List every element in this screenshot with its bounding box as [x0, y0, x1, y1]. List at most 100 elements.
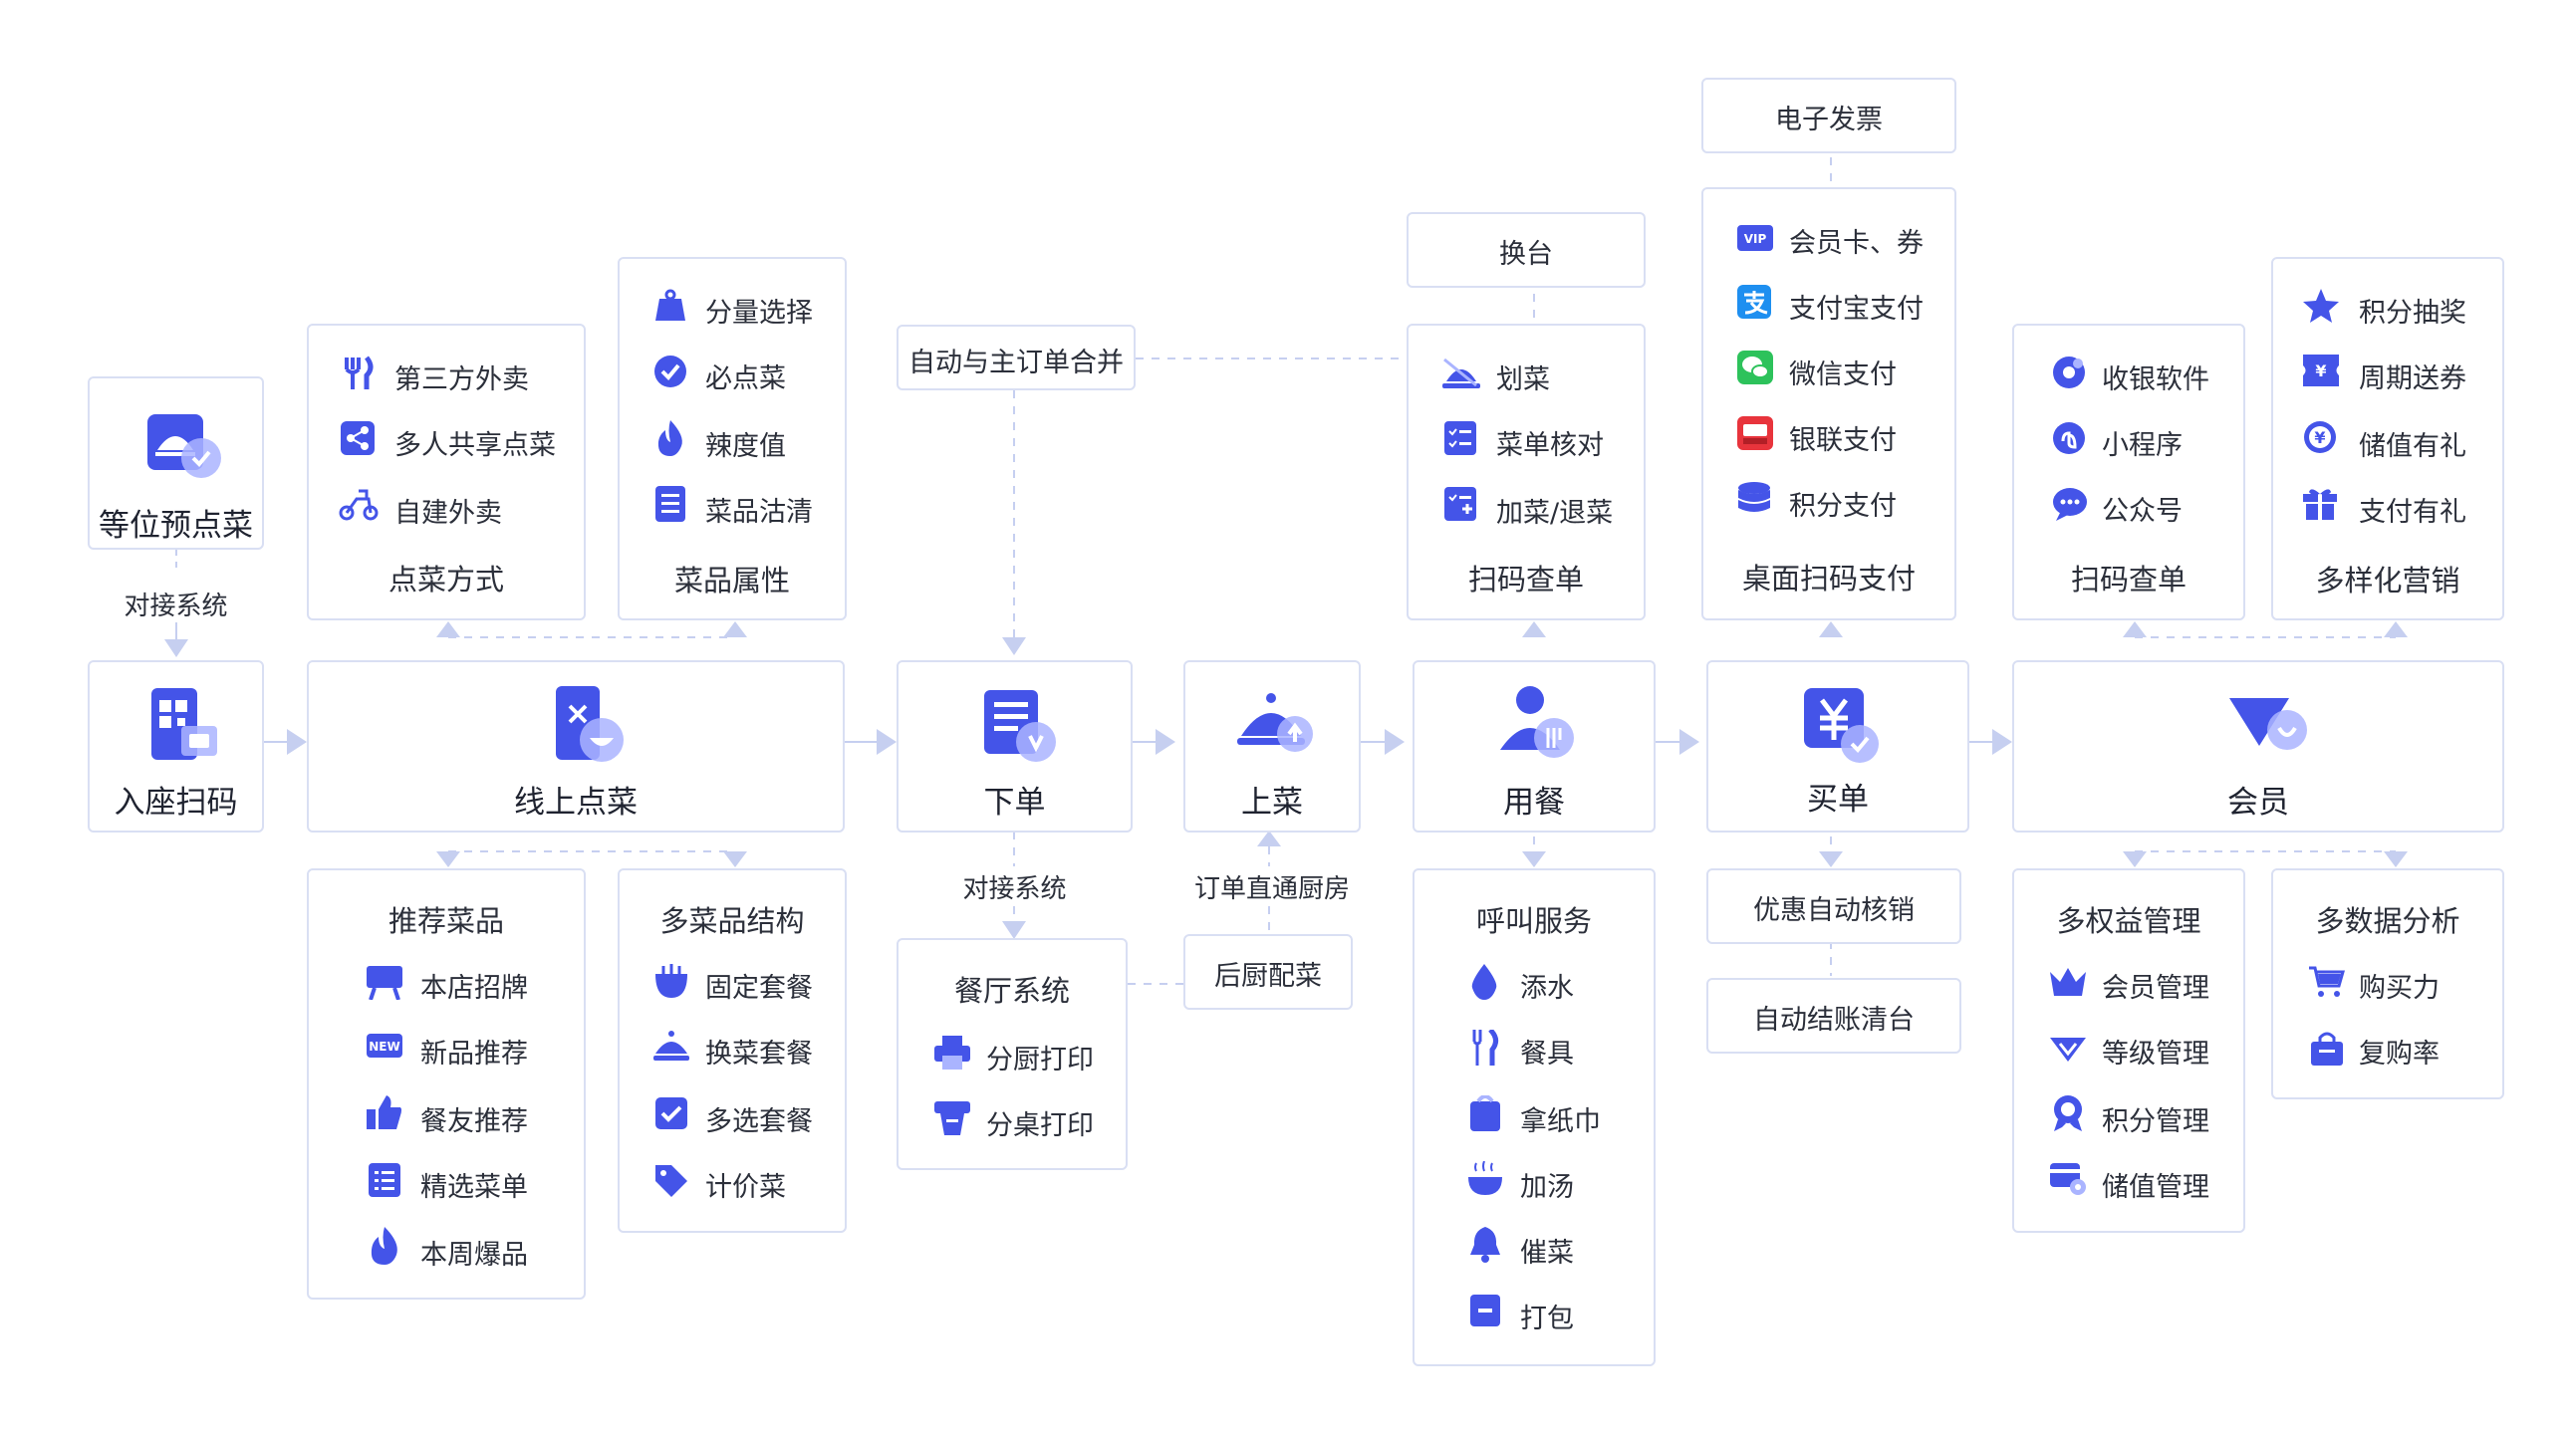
discount-auto-label: 优惠自动核销 [1753, 895, 1915, 926]
diner-icon [1496, 684, 1580, 770]
add-remove-icon [1444, 487, 1476, 525]
list-item: 固定套餐 [705, 973, 813, 1004]
unionpay-icon [1737, 416, 1773, 454]
change-table-label: 换台 [1499, 239, 1553, 270]
checkbox-icon [655, 1097, 687, 1133]
main-step-label: 下单 [983, 785, 1046, 821]
list-item: 多人共享点菜 [394, 430, 556, 461]
svg-text:VIP: VIP [1744, 232, 1767, 246]
bell-icon [1470, 1227, 1500, 1267]
main-step-online: 线上点菜 [307, 660, 845, 833]
price-tag-icon [653, 1163, 689, 1201]
group-title: 桌面扫码支付 [1741, 562, 1916, 596]
list-item: 自建外卖 [394, 498, 502, 529]
rights-card: 多权益管理 会员管理 等级管理 积分管理 储值管理 [2012, 868, 2245, 1233]
list-item: 小程序 [2102, 430, 2183, 461]
list-item: 收银软件 [2102, 364, 2209, 395]
phone-dish-icon [548, 684, 628, 770]
strike-dish-icon [1442, 356, 1480, 393]
list-icon [655, 486, 685, 526]
list-item: 公众号 [2102, 496, 2183, 527]
kitchen-prep-label: 后厨配菜 [1214, 961, 1322, 992]
card-gear-icon [2050, 1163, 2086, 1199]
soup-icon [1468, 1160, 1502, 1199]
invoice-label: 电子发票 [1775, 105, 1883, 135]
bag-icon [2311, 1032, 2343, 1070]
signboard-icon [367, 964, 402, 1004]
main-step-label: 入座扫码 [114, 785, 238, 821]
tissue-icon [1470, 1094, 1500, 1135]
checklist-icon [1444, 421, 1476, 459]
main-step-order: 下单 [897, 660, 1133, 833]
list-item: 支付宝支付 [1789, 294, 1924, 325]
medal-icon [2052, 1095, 2084, 1135]
cashier-icon [2052, 356, 2086, 393]
main-step-label: 线上点菜 [514, 785, 638, 821]
mini-program-icon [2052, 421, 2086, 459]
list-item: 分厨打印 [986, 1045, 1094, 1075]
list-item: 菜单核对 [1496, 430, 1604, 461]
group-title: 点菜方式 [387, 563, 504, 597]
list-item: 周期送券 [2359, 363, 2466, 394]
list-item: 会员管理 [2102, 973, 2209, 1004]
list-item: 添水 [1520, 973, 1574, 1004]
auto-checkout-label: 自动结账清台 [1753, 1005, 1915, 1036]
flame-icon [655, 420, 685, 460]
change-table-card: 换台 [1407, 212, 1646, 288]
analytics-card: 多数据分析 购买力 复购率 [2271, 868, 2504, 1099]
main-step-label: 用餐 [1503, 785, 1565, 821]
group-title: 多菜品结构 [659, 904, 805, 938]
group-title: 多样化营销 [2315, 564, 2460, 597]
group-title: 餐厅系统 [953, 974, 1070, 1008]
yen-circle-icon: ¥ [2303, 420, 2337, 458]
vip-heart-icon [2225, 688, 2315, 762]
scan-check-member-card: 收银软件 小程序 公众号 扫码查单 [2012, 324, 2245, 620]
cloche-small-icon [653, 1030, 689, 1066]
scooter-icon [339, 487, 379, 525]
list-item: 拿纸巾 [1520, 1106, 1601, 1137]
dish-attribute-card: 分量选择 必点菜 辣度值 菜品沽清 菜品属性 [618, 257, 847, 620]
cloche-check-icon [145, 412, 225, 486]
list-item: 积分抽奖 [2359, 298, 2466, 329]
list-item: 精选菜单 [420, 1172, 528, 1203]
fork-knife-icon [1470, 1028, 1500, 1070]
coins-icon [1737, 482, 1771, 520]
list-item: 换菜套餐 [705, 1039, 813, 1070]
list-item: 本周爆品 [420, 1240, 528, 1271]
list-item: 多选套餐 [705, 1106, 813, 1137]
print-tray-icon [934, 1101, 970, 1139]
main-step-label: 上菜 [1241, 785, 1303, 821]
auto-checkout-card: 自动结账清台 [1706, 978, 1961, 1054]
main-step-member: 会员 [2012, 660, 2504, 833]
list-item: 分桌打印 [986, 1110, 1094, 1141]
list-item: 储值管理 [2102, 1172, 2209, 1203]
list-item: 餐友推荐 [420, 1106, 528, 1137]
group-title: 菜品属性 [673, 564, 790, 597]
list-item: 等级管理 [2102, 1039, 2209, 1070]
list-item: 支付有礼 [2359, 497, 2466, 528]
recommend-card: 推荐菜品 本店招牌 NEW 新品推荐 餐友推荐 精选菜单 本周爆品 [307, 868, 586, 1300]
cart-icon [2309, 966, 2345, 1002]
check-circle-icon [653, 355, 687, 392]
main-step-label: 会员 [2227, 785, 2289, 821]
table-pay-card: VIP 会员卡、券 支付宝支付 微信支付 银联支付 积分支付 桌面扫码支付 [1701, 187, 1956, 620]
order-method-card: 第三方外卖 多人共享点菜 自建外卖 点菜方式 [307, 324, 586, 620]
preorder-connector: 对接系统 [124, 592, 228, 621]
call-service-card: 呼叫服务 添水 餐具 拿纸巾 加汤 催菜 打包 [1413, 868, 1656, 1366]
box-icon [1470, 1295, 1500, 1330]
group-title: 扫码查单 [1467, 563, 1584, 597]
list-item: 加汤 [1520, 1172, 1574, 1203]
wechat-icon [1737, 351, 1773, 388]
scan-check-dine-card: 划菜 菜单核对 加菜/退菜 扫码查单 [1407, 324, 1646, 620]
group-title: 推荐菜品 [387, 904, 504, 938]
coupon-icon: ¥ [2303, 355, 2339, 390]
group-title: 扫码查单 [2070, 563, 2187, 597]
main-step-serve: 上菜 [1183, 660, 1361, 833]
main-step-pay: 买单 [1706, 660, 1969, 833]
discount-auto-card: 优惠自动核销 [1706, 868, 1961, 944]
list-item: 会员卡、券 [1789, 228, 1924, 259]
star-icon [2303, 289, 2339, 327]
list-item: 第三方外卖 [394, 364, 529, 395]
list-item: 购买力 [2359, 973, 2440, 1004]
list-item: 辣度值 [705, 431, 786, 462]
